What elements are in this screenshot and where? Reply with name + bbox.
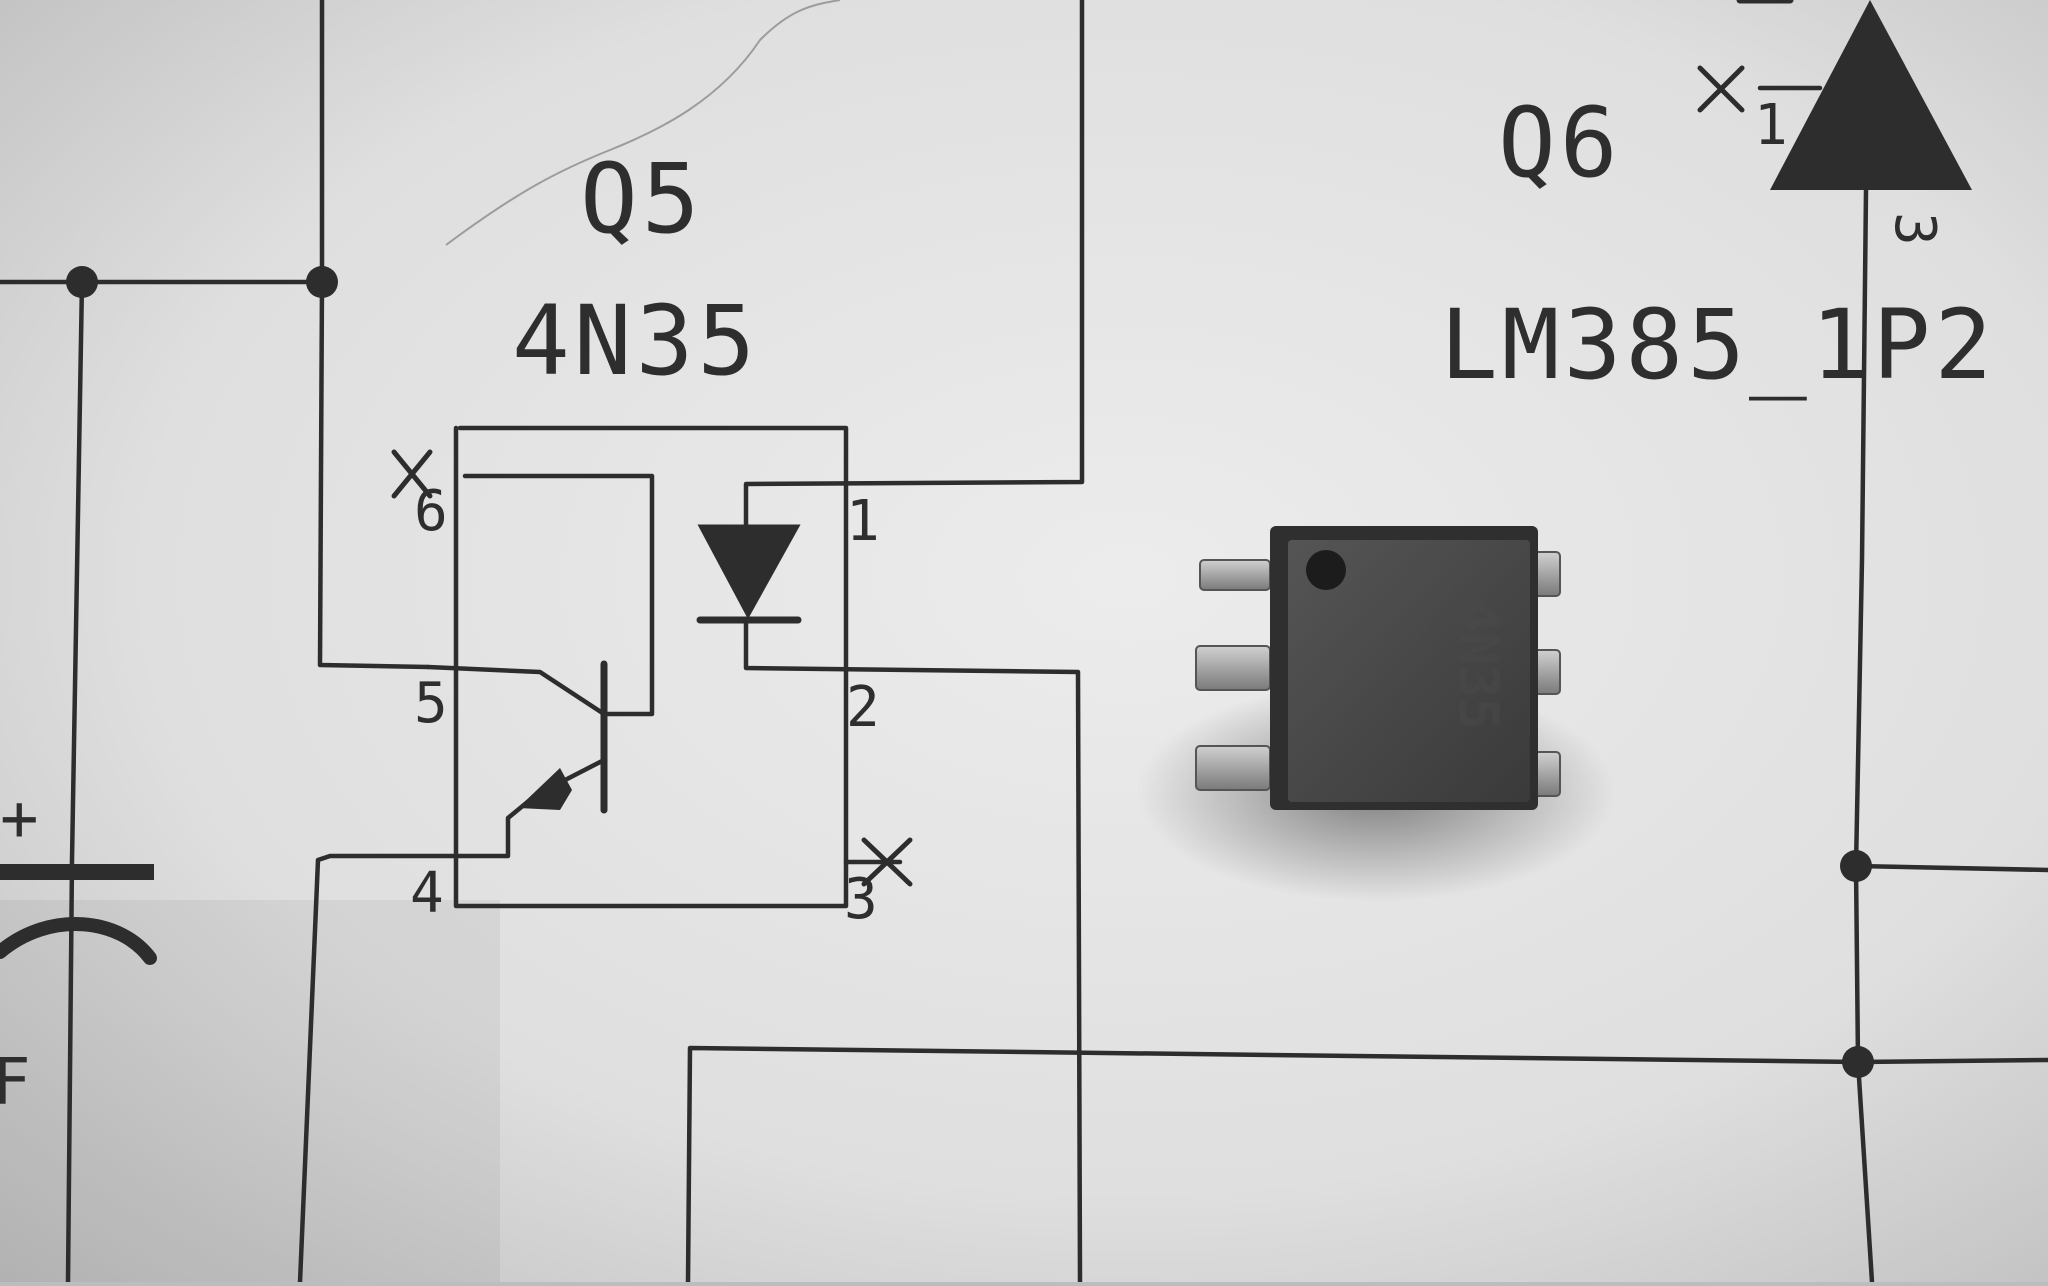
transistor-emitter-arrow — [518, 768, 572, 810]
chip-left-leads — [1195, 559, 1271, 791]
capacitor-symbol — [0, 864, 157, 965]
chip-pin1-dot — [1306, 550, 1346, 590]
no-connect-marks — [391, 65, 1745, 887]
q5-pin-3-label: 3 — [844, 867, 878, 932]
optocoupler-chip: 4N35 — [1136, 526, 1616, 902]
q5-pin-6-label: 6 — [414, 479, 448, 544]
q6-value-label: LM385_1P2 — [1440, 289, 1996, 401]
q6-reference-symbol — [1736, 0, 1972, 190]
q5-pin-4-label: 4 — [410, 861, 444, 926]
capacitor-unit-label: F — [0, 1046, 31, 1120]
chip-marking: 4N35 — [1447, 600, 1510, 730]
junction-dots — [66, 266, 1874, 1078]
paper-fiber — [445, 0, 841, 246]
q5-pin-5-label: 5 — [414, 671, 448, 736]
q6-pin-1-label: 1 — [1754, 93, 1788, 158]
capacitor-polarity-label: + — [0, 782, 39, 856]
q6-reference-label: Q6 — [1498, 87, 1622, 199]
q5-reference-label: Q5 — [580, 143, 704, 255]
led-diode-symbol — [696, 524, 802, 624]
q6-pin-3-label: 3 — [1882, 212, 1947, 246]
q5-pin-2-label: 2 — [846, 675, 880, 740]
q5-pin-1-label: 1 — [846, 489, 880, 554]
q5-value-label: 4N35 — [512, 285, 759, 397]
